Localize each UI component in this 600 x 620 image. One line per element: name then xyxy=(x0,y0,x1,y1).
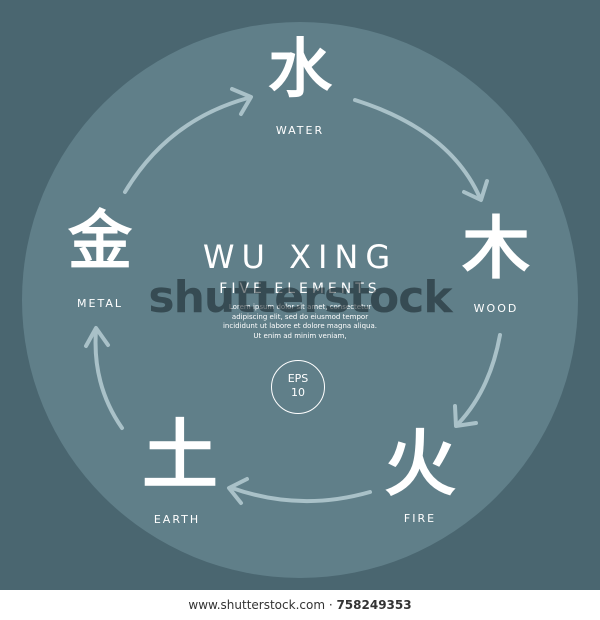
earth-glyph: 土 xyxy=(142,411,218,500)
arrow-wood-to-fire-head xyxy=(453,404,478,428)
watermark: shutterstock xyxy=(148,272,452,323)
arrow-fire-to-earth-head xyxy=(227,477,249,505)
footer-bar xyxy=(0,590,600,620)
cycle-arrows xyxy=(84,87,502,505)
metal-glyph: 金 xyxy=(68,205,132,279)
fire-label: FIRE xyxy=(403,512,437,525)
diagram-subtitle: FIVE ELEMENTS xyxy=(219,281,381,297)
poster-background: 水 WATER 木 WOOD 火 FIRE 土 EARTH 金 METAL WU… xyxy=(0,0,600,590)
water-label: WATER xyxy=(275,124,325,137)
diagram-title: WU XING xyxy=(202,238,398,276)
eps-badge: EPS 10 xyxy=(271,360,325,414)
water-glyph: 水 xyxy=(268,33,332,107)
eps-badge-format: EPS xyxy=(287,372,309,385)
footer-site: www.shutterstock.com · xyxy=(188,598,337,612)
placeholder-text: Lorem ipsum dolor sit amet, consectetur … xyxy=(222,303,378,340)
earth-label: EARTH xyxy=(153,513,201,526)
eps-badge-version: 10 xyxy=(291,386,305,399)
arrow-earth-to-metal xyxy=(93,328,124,430)
arrow-water-to-wood xyxy=(353,98,482,200)
arrow-earth-to-metal-head xyxy=(84,326,110,348)
metal-label: METAL xyxy=(77,297,123,310)
arrow-metal-to-water-head xyxy=(230,87,253,116)
fire-glyph: 火 xyxy=(383,422,456,506)
wood-label: WOOD xyxy=(473,302,519,315)
arrow-water-to-wood-head xyxy=(462,179,489,202)
cycle-circle xyxy=(22,22,578,578)
footer-image-id: 758249353 xyxy=(336,598,412,612)
wood-glyph: 木 xyxy=(461,210,530,289)
arrow-fire-to-earth xyxy=(230,486,372,504)
arrow-wood-to-fire xyxy=(456,333,502,426)
arrow-metal-to-water xyxy=(123,96,250,194)
footer-credit: www.shutterstock.com · 758249353 xyxy=(0,598,600,612)
